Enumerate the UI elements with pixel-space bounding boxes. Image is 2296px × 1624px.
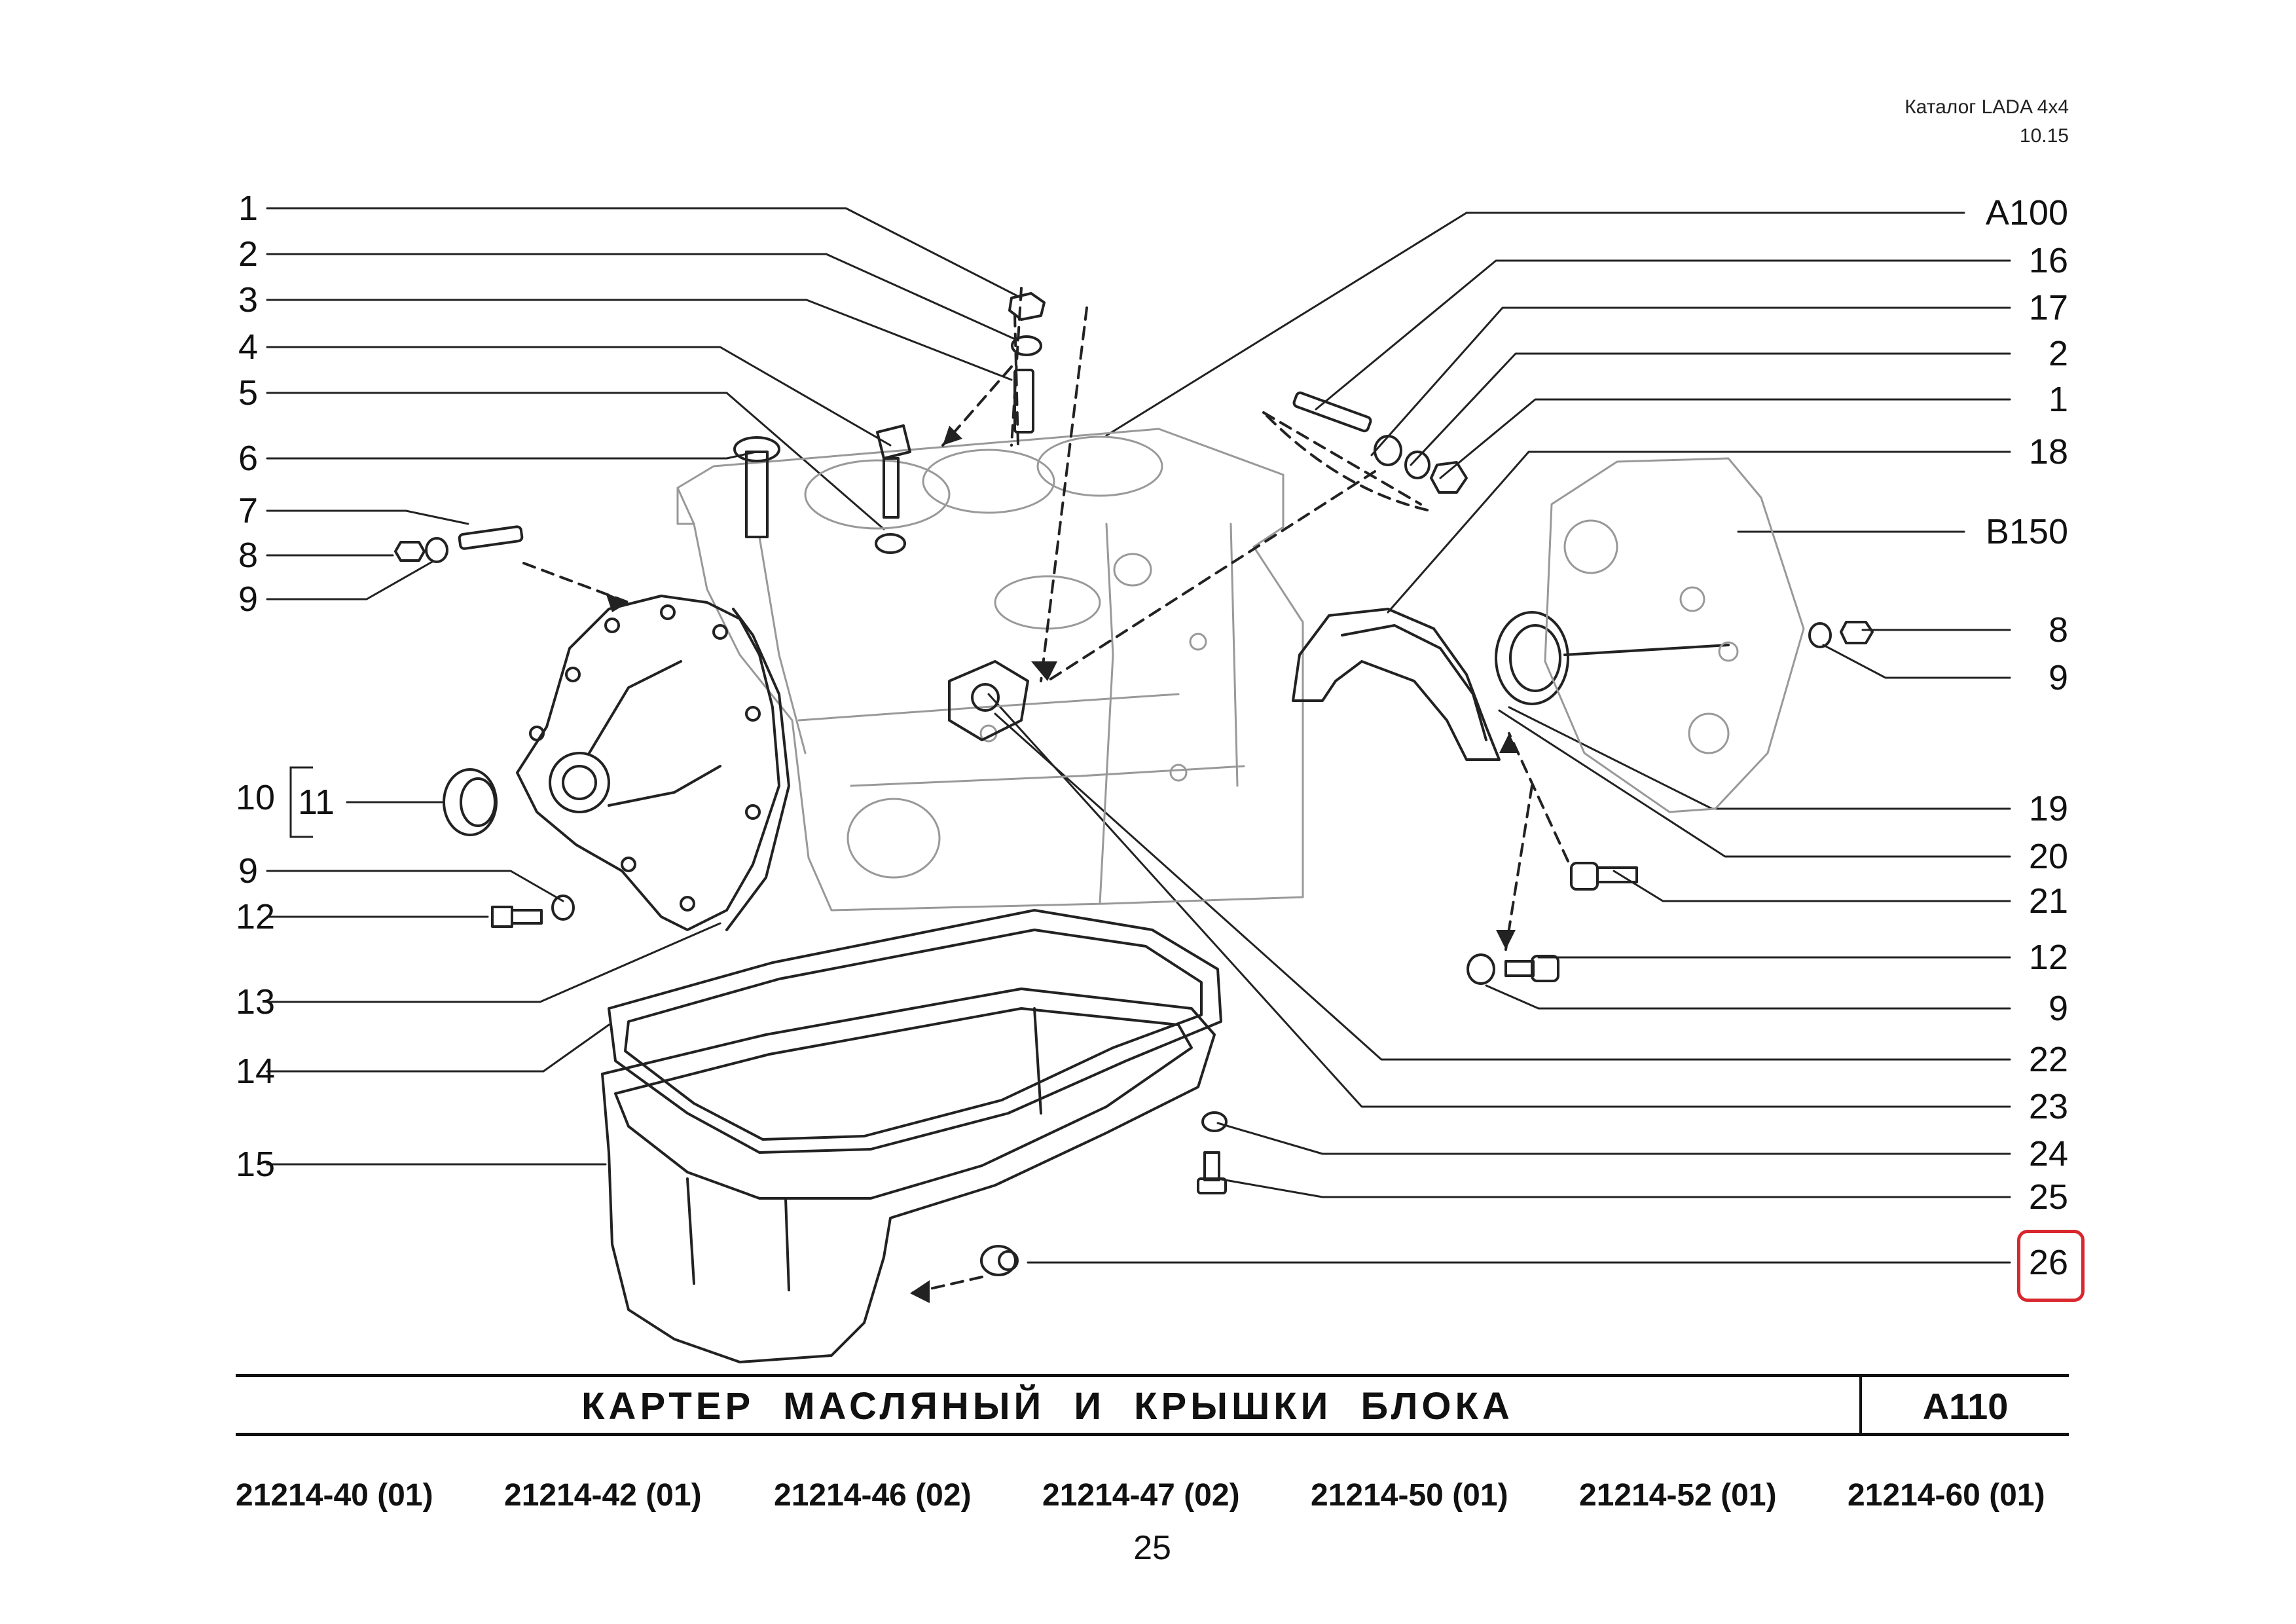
- top-stud-group: [733, 292, 1046, 554]
- title-bottom-rule: [236, 1433, 2069, 1436]
- oil-pump-fitting: [948, 660, 1029, 741]
- callout-5: 5: [238, 373, 259, 413]
- callout-bracket: [289, 766, 313, 838]
- model-code: 21214-60 (01): [1848, 1478, 2045, 1513]
- title-top-rule: [236, 1374, 2069, 1377]
- arrow-heads: [606, 426, 1519, 1303]
- callout-12-right: 12: [2028, 938, 2068, 977]
- oil-pan-fasteners: [980, 1111, 1228, 1276]
- callout-19: 19: [2028, 789, 2068, 828]
- catalog-header: Каталог LADA 4x4 10.15: [1904, 93, 2069, 151]
- oil-pan: [601, 987, 1216, 1363]
- catalog-name: Каталог LADA 4x4: [1904, 96, 2069, 118]
- leader-lines-left: [266, 207, 1023, 1166]
- callout-9: 9: [238, 580, 259, 619]
- page-number: 25: [1133, 1529, 1171, 1567]
- callout-20: 20: [2028, 837, 2068, 876]
- rear-seal-housing: [1292, 608, 1730, 761]
- front-oil-seal: [443, 768, 498, 836]
- callout-23: 23: [2028, 1087, 2068, 1126]
- catalog-date: 10.15: [2019, 125, 2069, 147]
- callout-26: 26: [2028, 1243, 2068, 1282]
- front-cover: [516, 595, 790, 931]
- model-code: 21214-46 (02): [774, 1478, 972, 1513]
- model-list: 21214-40 (01) 21214-42 (01) 21214-46 (02…: [236, 1475, 2069, 1517]
- title-divider: [1859, 1374, 1862, 1436]
- rear-nut-washer: [1808, 621, 1874, 648]
- callout-10: 10: [236, 778, 276, 817]
- callout-4: 4: [238, 327, 259, 367]
- engine-block: [676, 428, 1304, 912]
- callout-22: 22: [2028, 1040, 2068, 1079]
- callout-11: 11: [298, 783, 335, 822]
- callout-15: 15: [236, 1145, 276, 1184]
- callout-12: 12: [236, 897, 276, 936]
- callout-1: 1: [238, 189, 259, 228]
- callout-24: 24: [2028, 1134, 2068, 1173]
- callout-6: 6: [238, 439, 259, 478]
- model-code: 21214-52 (01): [1579, 1478, 1777, 1513]
- callout-25: 25: [2028, 1177, 2068, 1217]
- callout-8: 8: [238, 536, 259, 575]
- rear-cover-plate: [1544, 457, 1805, 813]
- callout-18: 18: [2028, 432, 2068, 471]
- callout-a100: A100: [1985, 193, 2068, 232]
- model-code: 21214-47 (02): [1042, 1478, 1240, 1513]
- right-stud-group: [1266, 391, 1468, 512]
- callout-21: 21: [2028, 881, 2068, 921]
- callout-9-lower: 9: [238, 851, 259, 891]
- highlight-box: [2017, 1230, 2085, 1302]
- callout-17: 17: [2028, 288, 2068, 327]
- section-code: A110: [1922, 1386, 2009, 1427]
- model-code: 21214-50 (01): [1311, 1478, 1508, 1513]
- callout-1-right: 1: [2048, 380, 2068, 419]
- rear-bolts: [1467, 862, 1638, 985]
- callout-7: 7: [238, 491, 259, 530]
- left-fasteners: [394, 525, 575, 928]
- callout-13: 13: [236, 982, 276, 1022]
- model-code: 21214-40 (01): [236, 1478, 433, 1513]
- callout-2-right: 2: [2048, 334, 2068, 373]
- callout-16: 16: [2028, 241, 2068, 280]
- callout-b150: B150: [1985, 512, 2068, 551]
- oil-pan-gasket: [608, 909, 1222, 1154]
- callout-8-right: 8: [2048, 610, 2068, 650]
- callout-9-right-lower: 9: [2048, 989, 2068, 1028]
- callout-14: 14: [236, 1052, 276, 1091]
- section-title: КАРТЕР МАСЛЯНЫЙ И КРЫШКИ БЛОКА: [581, 1385, 1514, 1428]
- model-code: 21214-42 (01): [504, 1478, 702, 1513]
- callout-9-right: 9: [2048, 658, 2068, 697]
- callout-3: 3: [238, 280, 259, 320]
- callout-2: 2: [238, 234, 259, 274]
- leader-lines-right: [987, 212, 2011, 1264]
